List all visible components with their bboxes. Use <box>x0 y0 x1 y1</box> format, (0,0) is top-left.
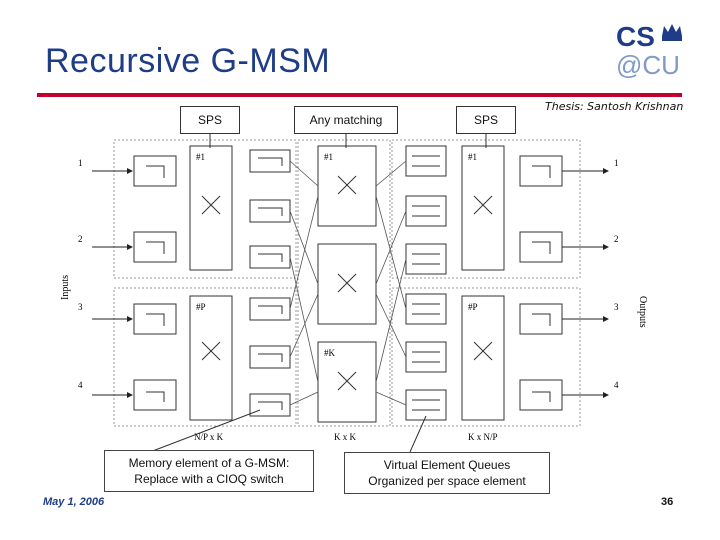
output-number-4: 4 <box>614 380 619 390</box>
output-buffer-3 <box>519 303 563 335</box>
left-switch-1 <box>189 145 233 271</box>
virtual-queues-line2: Organized per space element <box>368 474 526 488</box>
output-buffer-4 <box>519 379 563 411</box>
input-number-3: 3 <box>78 302 83 312</box>
left-switch-label-1: #1 <box>196 152 205 162</box>
output-buffer-1 <box>519 155 563 187</box>
left-voq-buffers <box>249 149 291 417</box>
cs-columbia-logo: CS @CU <box>616 20 688 80</box>
input-buffer-1 <box>133 155 177 187</box>
right-switch-p <box>461 295 505 421</box>
input-number-2: 2 <box>78 234 83 244</box>
virtual-queues-line1: Virtual Element Queues <box>383 458 511 472</box>
callout-sps-left: SPS <box>180 106 240 134</box>
left-interconnect <box>289 160 319 406</box>
slide-date: May 1, 2006 <box>43 496 105 508</box>
middle-switch-label-1: #1 <box>324 152 333 162</box>
stage-label-left: N/P x K <box>194 432 224 442</box>
left-switch-p <box>189 295 233 421</box>
middle-switch-label-k: #K <box>324 348 336 358</box>
stage-label-right: K x N/P <box>468 432 498 442</box>
callout-any-matching: Any matching <box>294 106 398 134</box>
logo-line2: @CU <box>616 50 680 80</box>
left-switch-label-p: #P <box>196 302 206 312</box>
input-buffers <box>133 155 177 411</box>
output-number-2: 2 <box>614 234 619 244</box>
right-switch-1 <box>461 145 505 271</box>
right-switch-label-p: #P <box>468 302 478 312</box>
output-buffers <box>519 155 563 411</box>
middle-switch-1 <box>317 145 377 227</box>
stage-label-middle: K x K <box>334 432 356 442</box>
input-buffer-2 <box>133 231 177 263</box>
input-buffer-4 <box>133 379 177 411</box>
memory-element-line2: Replace with a CIOQ switch <box>134 472 284 486</box>
middle-switch-2 <box>317 243 377 325</box>
title-rule <box>37 93 682 97</box>
callout-connectors <box>149 134 487 453</box>
outputs-label: Outputs <box>637 296 648 328</box>
memory-element-line1: Memory element of a G-MSM: <box>128 456 290 470</box>
slide-title: Recursive G-MSM <box>45 42 331 80</box>
logo-line1: CS <box>616 21 655 52</box>
output-number-3: 3 <box>614 302 619 312</box>
right-interconnect <box>375 160 407 406</box>
output-buffer-2 <box>519 231 563 263</box>
input-number-1: 1 <box>78 158 83 168</box>
input-buffer-3 <box>133 303 177 335</box>
output-number-1: 1 <box>614 158 619 168</box>
page-number: 36 <box>661 496 674 508</box>
inputs-label: Inputs <box>60 275 71 300</box>
input-arrows <box>92 168 133 398</box>
crown-icon <box>662 24 682 41</box>
right-voq-buffers <box>405 145 447 421</box>
right-switch-label-1: #1 <box>468 152 477 162</box>
callout-memory-element: Memory element of a G-MSM: Replace with … <box>104 450 314 492</box>
input-number-4: 4 <box>78 380 83 390</box>
callout-sps-right: SPS <box>456 106 516 134</box>
callout-virtual-queues: Virtual Element Queues Organized per spa… <box>344 452 550 494</box>
thesis-credit: Thesis: Santosh Krishnan <box>545 100 684 113</box>
output-arrows <box>562 168 609 398</box>
